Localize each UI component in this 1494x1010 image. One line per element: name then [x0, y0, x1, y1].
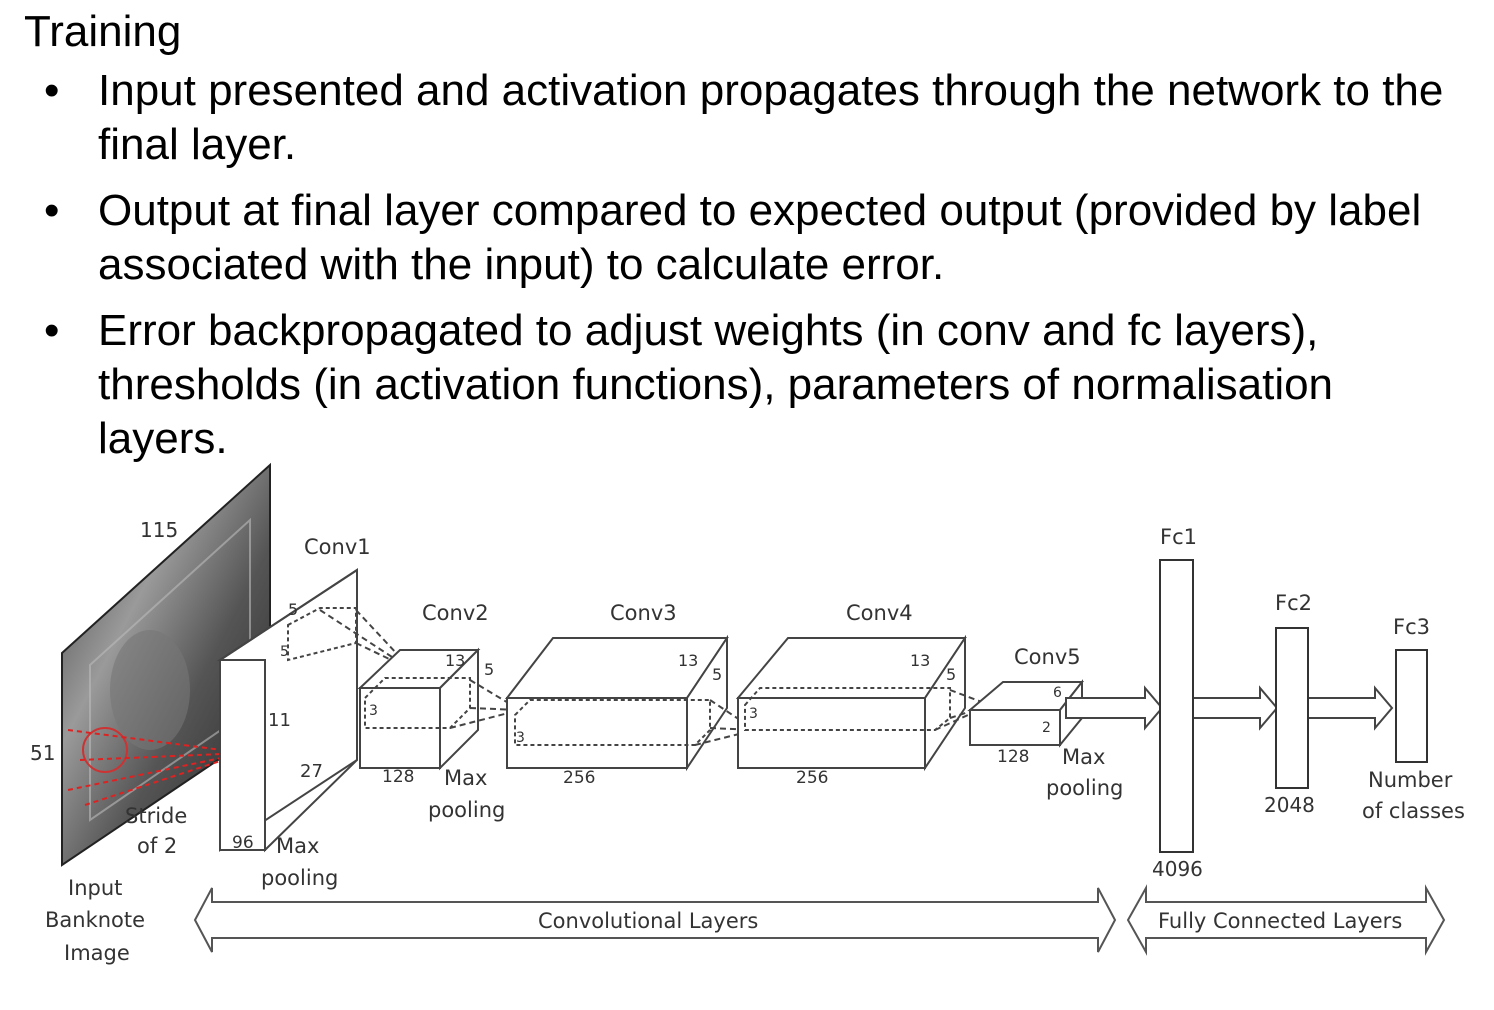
conv5-pool-label: pooling [1046, 776, 1123, 800]
cnn-architecture-diagram: 115 51 Stride of 2 Input Banknote Image … [30, 462, 1465, 965]
conv1-block [216, 568, 413, 853]
conv3-block [504, 634, 756, 772]
input-caption: Input [68, 876, 122, 900]
stride-label: of 2 [137, 834, 177, 858]
bullet-item: • Error backpropagated to adjust weights … [0, 304, 1494, 466]
fc3-units: of classes [1362, 799, 1465, 823]
fc3-units: Number [1368, 768, 1453, 792]
input-caption: Banknote [45, 908, 145, 932]
conv1-height: 11 [268, 710, 291, 731]
conv2-block [357, 647, 521, 771]
conv3-depth: 256 [563, 768, 595, 788]
input-caption: Image [64, 941, 130, 965]
bullet-item: • Input presented and activation propagat… [0, 64, 1494, 172]
fc1-label: Fc1 [1160, 525, 1197, 549]
conv-group-arrow [193, 887, 1117, 953]
conv5-pool-label: Max [1062, 745, 1105, 769]
conv5-depth: 128 [997, 747, 1029, 767]
conv1-pool-label: Max [276, 834, 319, 858]
conv1-label: Conv1 [304, 535, 371, 559]
bullet-dot-icon: • [44, 66, 60, 115]
bullet-list: • Input presented and activation propagat… [0, 64, 1494, 478]
conv3-size: 13 [678, 651, 698, 670]
conv2-label: Conv2 [422, 601, 489, 625]
conv1-pool-label: pooling [261, 866, 338, 890]
arrow-conv5-to-fc1 [1065, 685, 1164, 731]
conv2-pool-label: pooling [428, 798, 505, 822]
stride-label: Stride [125, 804, 187, 828]
conv2-pool-label: Max [444, 766, 487, 790]
conv3-kernel: 5 [712, 665, 722, 684]
conv2-size: 13 [445, 651, 465, 670]
conv3-label: Conv3 [610, 601, 677, 625]
conv4-size: 13 [910, 651, 930, 670]
fc1-units: 4096 [1152, 857, 1203, 881]
conv4-label: Conv4 [846, 601, 913, 625]
conv2-depth: 128 [382, 767, 414, 787]
input-width-label: 115 [140, 518, 178, 542]
bullet-text: Output at final layer compared to expect… [98, 186, 1422, 289]
conv1-depth: 96 [232, 833, 254, 853]
bullet-item: • Output at final layer compared to expec… [0, 184, 1494, 292]
conv-group-label: Convolutional Layers [538, 909, 758, 933]
fc-group-label: Fully Connected Layers [1158, 909, 1402, 933]
conv4-block [735, 634, 991, 772]
bullet-text: Error backpropagated to adjust weights (… [98, 306, 1334, 463]
conv2-kernel-h: 3 [369, 703, 378, 719]
fc2-label: Fc2 [1275, 591, 1312, 615]
conv3-kernel-h: 3 [516, 730, 525, 746]
conv5-height: 2 [1042, 720, 1051, 736]
fc3-block [1395, 649, 1428, 763]
conv4-depth: 256 [796, 768, 828, 788]
bullet-text: Input presented and activation propagate… [98, 66, 1444, 169]
conv1-size: 27 [300, 761, 323, 782]
fc-group-arrow [1126, 884, 1446, 956]
fc3-label: Fc3 [1393, 615, 1430, 639]
fc2-block [1275, 627, 1309, 789]
conv1-kernel-h: 5 [280, 644, 289, 660]
conv5-label: Conv5 [1014, 645, 1081, 669]
fc-arrows [1065, 685, 1394, 731]
arrow-fc2-to-fc3 [1307, 685, 1394, 731]
conv5-size: 6 [1053, 685, 1062, 701]
group-brackets [193, 884, 1446, 956]
slide-title: Training [24, 7, 182, 56]
fc-layers [1159, 559, 1428, 853]
input-height-label: 51 [30, 741, 55, 765]
conv1-kernel: 5 [288, 600, 298, 619]
input-banknote-image [61, 462, 271, 867]
bullet-dot-icon: • [44, 306, 60, 355]
conv4-kernel: 5 [946, 665, 956, 684]
conv4-kernel-h: 3 [749, 706, 758, 722]
arrow-fc1-to-fc2 [1192, 685, 1279, 731]
conv2-kernel: 5 [484, 660, 494, 679]
fc2-units: 2048 [1264, 793, 1315, 817]
fc1-block [1159, 559, 1194, 853]
bullet-dot-icon: • [44, 186, 60, 235]
